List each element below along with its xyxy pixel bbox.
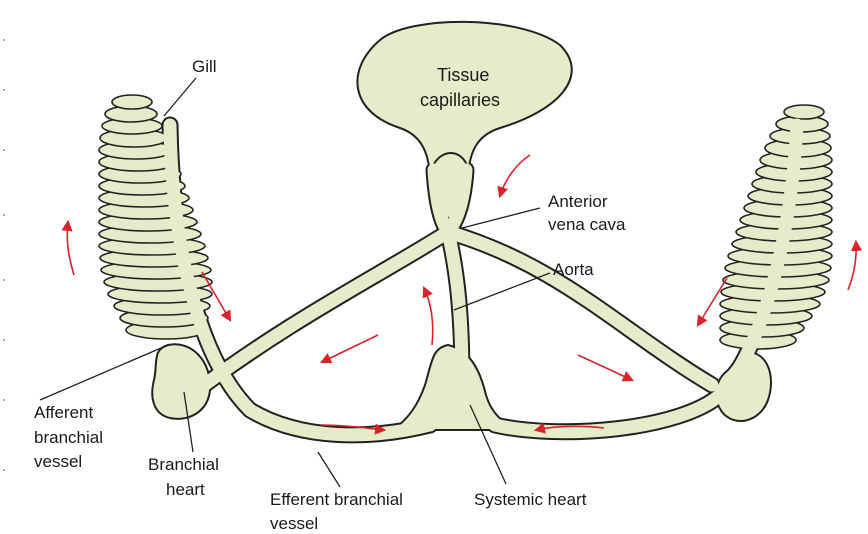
flow-arrow-left-gill-up (67, 222, 74, 275)
label-anterior-vena-cava-line1: Anterior (548, 192, 608, 211)
label-branchial-heart-line1: Branchial (148, 455, 219, 474)
leader-afferent (40, 345, 168, 400)
label-efferent-branchial-line1: Efferent branchial (270, 490, 403, 509)
label-efferent-branchial-line2: vessel (270, 514, 318, 533)
flow-arrow-right-gill-up (848, 242, 856, 290)
gill-right (720, 105, 832, 349)
label-gill: Gill (192, 57, 217, 76)
flow-arrow-to-left (322, 335, 378, 362)
leader-gill (164, 78, 196, 116)
label-tissue-capillaries-line2: capillaries (420, 90, 500, 110)
label-afferent-line2: branchial (34, 428, 103, 447)
label-tissue-capillaries-line1: Tissue (437, 65, 489, 85)
label-afferent-line3: vessel (34, 452, 82, 471)
afferent-vessel-left (195, 232, 448, 392)
label-systemic-heart: Systemic heart (474, 490, 587, 509)
leader-efferent (318, 452, 340, 487)
label-aorta: Aorta (553, 260, 594, 279)
margin-dots (3, 39, 5, 471)
leader-anterior-vena-cava (462, 208, 540, 228)
label-branchial-heart-line2: heart (166, 480, 205, 499)
label-anterior-vena-cava-line2: vena cava (548, 215, 626, 234)
leader-aorta (454, 273, 550, 310)
flow-arrow-to-right (578, 355, 632, 380)
flow-arrow-aorta-up (424, 288, 433, 345)
label-afferent-line1: Afferent (34, 403, 94, 422)
flow-arrow-vena-cava (500, 155, 530, 196)
